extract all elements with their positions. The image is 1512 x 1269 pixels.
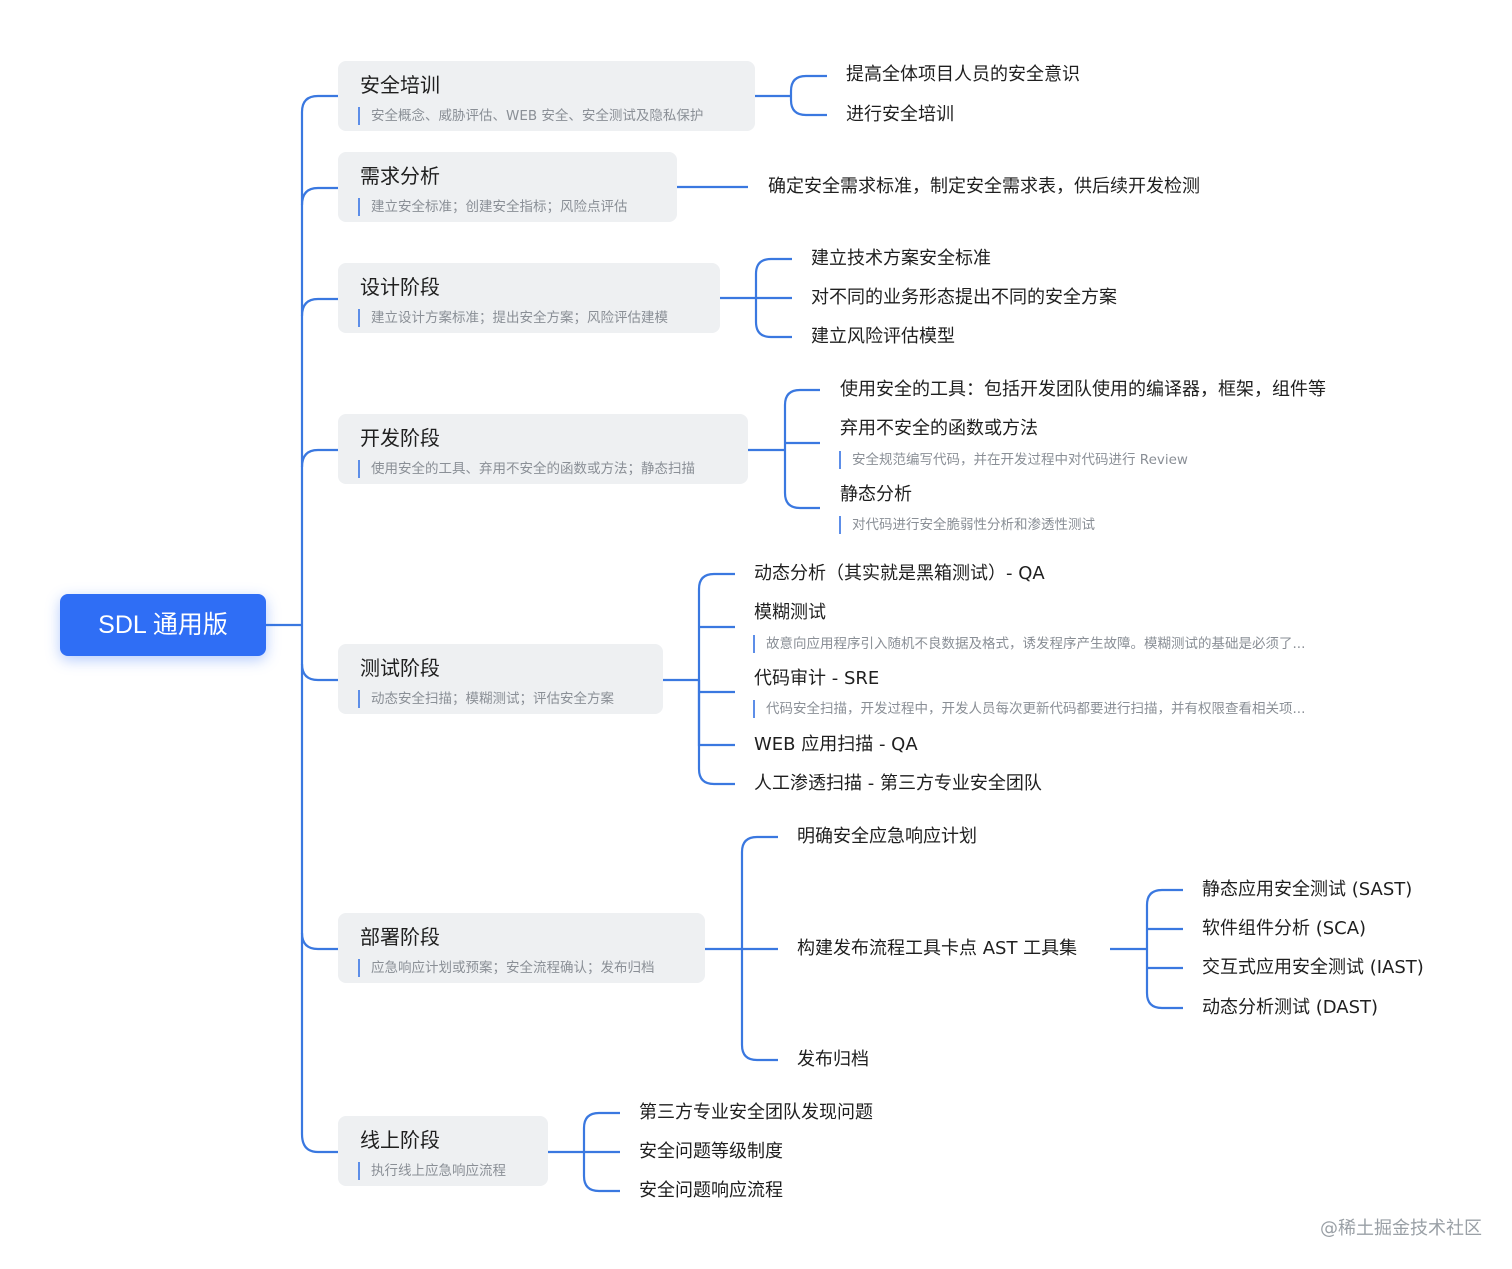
leaf-node[interactable]: 发布归档 — [797, 1049, 869, 1070]
stage-title: 线上阶段 — [360, 1128, 440, 1152]
leaf-node[interactable]: 进行安全培训 — [846, 104, 954, 125]
stage-note: 应急响应计划或预案；安全流程确认；发布归档 — [358, 959, 655, 977]
leaf-node[interactable]: 对不同的业务形态提出不同的安全方案 — [811, 287, 1117, 308]
leaf-node[interactable]: 弃用不安全的函数或方法 — [840, 418, 1038, 439]
stage-note: 建立安全标准；创建安全指标；风险点评估 — [358, 198, 628, 216]
stage-testing[interactable]: 测试阶段 动态安全扫描；模糊测试；评估安全方案 — [338, 644, 663, 714]
leaf-node[interactable]: 提高全体项目人员的安全意识 — [846, 64, 1080, 85]
leaf-node[interactable]: 交互式应用安全测试 (IAST) — [1202, 957, 1424, 978]
leaf-node[interactable]: 动态分析测试 (DAST) — [1202, 997, 1379, 1018]
root-node[interactable]: SDL 通用版 — [60, 594, 266, 656]
stage-title: 安全培训 — [360, 73, 440, 97]
leaf-node[interactable]: 代码审计 - SRE — [754, 668, 880, 689]
leaf-node[interactable]: 明确安全应急响应计划 — [797, 826, 977, 847]
leaf-node[interactable]: 安全问题等级制度 — [639, 1141, 783, 1162]
leaf-node[interactable]: 模糊测试 — [754, 602, 826, 623]
leaf-note: 代码安全扫描，开发过程中，开发人员每次更新代码都要进行扫描，并有权限查看相关项.… — [753, 700, 1305, 718]
stage-security-training[interactable]: 安全培训 安全概念、威胁评估、WEB 安全、安全测试及隐私保护 — [338, 61, 755, 131]
stage-title: 需求分析 — [360, 164, 440, 188]
leaf-node[interactable]: 使用安全的工具：包括开发团队使用的编译器，框架，组件等 — [840, 379, 1326, 400]
leaf-node[interactable]: 建立技术方案安全标准 — [811, 248, 991, 269]
watermark: @稀土掘金技术社区 — [1320, 1218, 1482, 1239]
stage-development[interactable]: 开发阶段 使用安全的工具、弃用不安全的函数或方法；静态扫描 — [338, 414, 748, 484]
stage-online[interactable]: 线上阶段 执行线上应急响应流程 — [338, 1116, 548, 1186]
stage-title: 测试阶段 — [360, 656, 440, 680]
leaf-node[interactable]: 构建发布流程工具卡点 AST 工具集 — [797, 938, 1078, 959]
leaf-node[interactable]: 第三方专业安全团队发现问题 — [639, 1102, 873, 1123]
leaf-node[interactable]: 确定安全需求标准，制定安全需求表，供后续开发检测 — [768, 176, 1200, 197]
leaf-node[interactable]: 软件组件分析 (SCA) — [1202, 918, 1367, 939]
stage-note: 使用安全的工具、弃用不安全的函数或方法；静态扫描 — [358, 460, 695, 478]
leaf-node[interactable]: 建立风险评估模型 — [811, 326, 955, 347]
leaf-note: 故意向应用程序引入随机不良数据及格式，诱发程序产生故障。模糊测试的基础是必须了.… — [753, 635, 1305, 653]
stage-requirements[interactable]: 需求分析 建立安全标准；创建安全指标；风险点评估 — [338, 152, 677, 222]
leaf-note: 安全规范编写代码，并在开发过程中对代码进行 Review — [839, 451, 1188, 469]
stage-title: 开发阶段 — [360, 426, 440, 450]
stage-deployment[interactable]: 部署阶段 应急响应计划或预案；安全流程确认；发布归档 — [338, 913, 705, 983]
stage-note: 动态安全扫描；模糊测试；评估安全方案 — [358, 690, 614, 708]
leaf-note: 对代码进行安全脆弱性分析和渗透性测试 — [839, 516, 1095, 534]
leaf-node[interactable]: 动态分析（其实就是黑箱测试）- QA — [754, 563, 1045, 584]
stage-title: 部署阶段 — [360, 925, 440, 949]
leaf-node[interactable]: 静态分析 — [840, 484, 912, 505]
leaf-node[interactable]: WEB 应用扫描 - QA — [754, 734, 918, 755]
leaf-node[interactable]: 静态应用安全测试 (SAST) — [1202, 879, 1413, 900]
stage-title: 设计阶段 — [360, 275, 440, 299]
leaf-node[interactable]: 安全问题响应流程 — [639, 1180, 783, 1201]
leaf-node[interactable]: 人工渗透扫描 - 第三方专业安全团队 — [754, 773, 1042, 794]
stage-note: 建立设计方案标准；提出安全方案；风险评估建模 — [358, 309, 668, 327]
stage-design[interactable]: 设计阶段 建立设计方案标准；提出安全方案；风险评估建模 — [338, 263, 720, 333]
stage-note: 安全概念、威胁评估、WEB 安全、安全测试及隐私保护 — [358, 107, 703, 125]
stage-note: 执行线上应急响应流程 — [358, 1162, 506, 1180]
